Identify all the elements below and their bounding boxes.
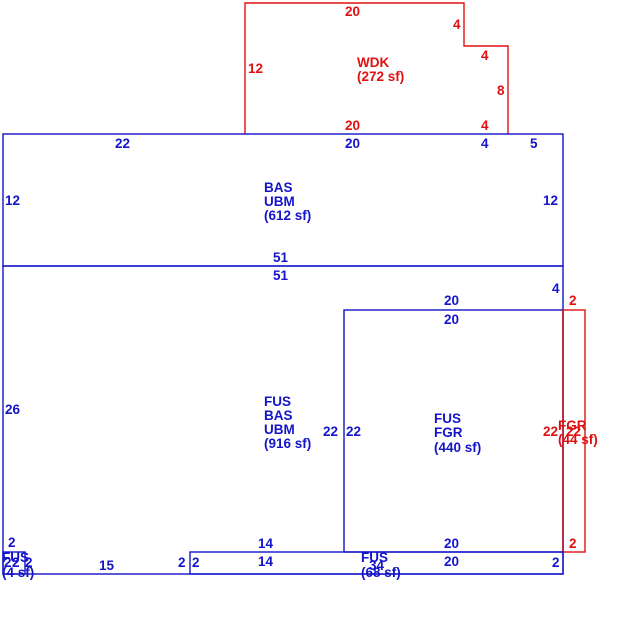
fus-main-label-2: BAS xyxy=(264,408,293,423)
fgr-label: FGR xyxy=(558,418,587,433)
fus-fgr-dim-left-outer: 22 xyxy=(323,424,338,439)
bas-area: (612 sf) xyxy=(264,208,311,223)
fus-fgr-dim-top-inner: 20 xyxy=(444,312,459,327)
fgr-dim-right: 22 xyxy=(566,424,581,439)
fus-main-dim-top: 51 xyxy=(273,268,289,283)
wdk-area: (272 sf) xyxy=(357,69,404,84)
fus-main-dim-left: 26 xyxy=(5,402,21,417)
bas-dim-left: 12 xyxy=(5,193,20,208)
wdk-dim-bottom-right: 4 xyxy=(481,118,489,133)
fus-fgr-label-2: FGR xyxy=(434,425,463,440)
wdk-dim-step-right: 4 xyxy=(453,17,461,32)
fus-main-dim-left-small: 2 xyxy=(8,535,16,550)
fus-strip-dim-bottom: 20 xyxy=(444,554,459,569)
fus-main-label-1: FUS xyxy=(264,394,291,409)
fgr-outline xyxy=(562,309,586,553)
fus-fgr-dim-top-outer: 20 xyxy=(444,293,459,308)
fus-strip-outline xyxy=(189,551,564,575)
fus-main-dim-right-top: 4 xyxy=(552,281,560,296)
fus-small-dim-right: 2 xyxy=(178,555,186,570)
wdk-dim-left: 12 xyxy=(248,61,263,76)
fus-strip-label: FUS xyxy=(361,550,388,565)
bas-label-2: UBM xyxy=(264,194,295,209)
bas-dim-top-left: 22 xyxy=(115,136,130,151)
wdk-dim-right: 8 xyxy=(497,83,505,98)
fus-small-dim-c: 2 xyxy=(25,555,33,570)
wdk-dim-top: 20 xyxy=(345,4,360,19)
fus-fgr-dim-left-inner: 22 xyxy=(346,424,361,439)
fus-fgr-area: (440 sf) xyxy=(434,440,481,455)
bas-label-1: BAS xyxy=(264,180,293,195)
fus-strip-dim-right: 2 xyxy=(552,555,560,570)
fus-small-area: (4 sf) xyxy=(2,565,34,580)
bas-dim-right: 12 xyxy=(543,193,558,208)
wdk-outline xyxy=(244,2,509,134)
fus-strip-area: (68 sf) xyxy=(361,565,401,580)
fgr-area: (44 sf) xyxy=(558,432,598,447)
wdk-label: WDK xyxy=(357,55,389,70)
bas-dim-top-right: 5 xyxy=(530,136,538,151)
fus-main-dim-bottom-mid: 14 xyxy=(258,536,274,551)
fus-main-label-3: UBM xyxy=(264,422,295,437)
fgr-dim-top: 2 xyxy=(569,293,577,308)
bas-dim-top-small: 4 xyxy=(481,136,489,151)
fus-small-dim-a: 2 xyxy=(4,555,12,570)
fus-small-dim-b: 2 xyxy=(12,555,20,570)
bas-dim-bottom: 51 xyxy=(273,250,289,265)
fus-fgr-label-1: FUS xyxy=(434,411,461,426)
fus-strip-dim-bottom-2: 34 xyxy=(369,558,385,573)
fgr-dim-left: 22 xyxy=(543,424,558,439)
wdk-dim-bottom: 20 xyxy=(345,118,360,133)
fgr-dim-bottom: 2 xyxy=(569,536,577,551)
fus-strip-dim-top: 14 xyxy=(258,554,274,569)
fus-small-label: FUS xyxy=(2,550,29,565)
fus-small-dim-bottom: 15 xyxy=(99,558,115,573)
fus-main-area: (916 sf) xyxy=(264,436,311,451)
wdk-dim-step-top: 4 xyxy=(481,48,489,63)
bas-dim-top-mid: 20 xyxy=(345,136,360,151)
fus-strip-dim-left: 2 xyxy=(192,555,200,570)
fus-fgr-dim-bottom: 20 xyxy=(444,536,459,551)
fus-small-outline xyxy=(2,551,26,575)
